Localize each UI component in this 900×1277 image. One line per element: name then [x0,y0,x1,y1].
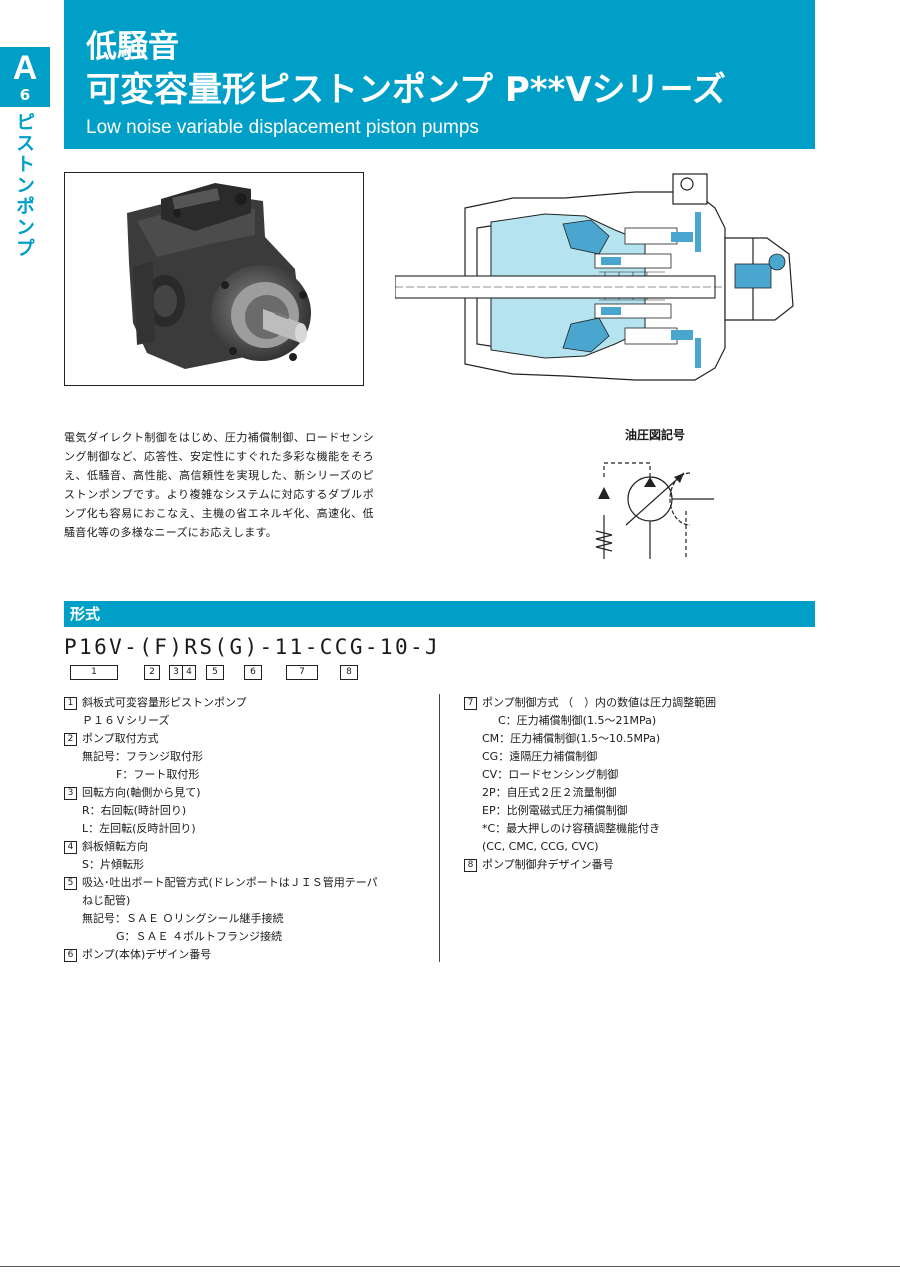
spec-text: (CC, CMC, CCG, CVC) [482,840,599,853]
model-number-box: 4 [182,665,196,680]
model-code: P16V-(F)RS(G)-11-CCG-10-J [64,635,441,659]
spec-item-option: CG：遠隔圧力補償制御 [464,748,814,766]
pump-symbol-icon [595,462,714,559]
page-title-line1: 低騒音 [86,29,179,65]
spec-item-heading: 6 ポンプ(本体)デザイン番号 [64,946,434,964]
spec-number-box: 1 [64,697,77,710]
spec-text: ポンプ取付方式 [82,732,159,745]
spec-item-option: F：フート取付形 [64,766,434,784]
spec-text: 2P：自圧式２圧２流量制御 [482,786,617,799]
cross-section-illustration [394,173,794,381]
spec-item-option: G：ＳＡＥ ４ボルトフランジ接続 [64,928,434,946]
spec-item-heading: 7 ポンプ制御方式 （ ）内の数値は圧力調整範囲 [464,694,814,712]
model-number-box: 2 [144,665,160,680]
model-number-row: 1 2 3 4 5 6 7 8 [0,665,900,681]
product-photo [64,172,364,386]
spec-number-box: 2 [64,733,77,746]
spec-text: CM：圧力補償制御(1.5～10.5MPa) [482,732,661,745]
spec-text: ポンプ(本体)デザイン番号 [82,948,212,961]
spec-text: S：片傾転形 [82,858,144,871]
spec-text: 回転方向(軸側から見て) [82,786,201,799]
spec-text: L：左回転(反時計回り) [82,822,196,835]
spec-item-option: R：右回転(時計回り) [64,802,434,820]
model-number-box: 7 [286,665,318,680]
spec-item-option: 無記号：ＳＡＥ Ｏリングシール継手接続 [64,910,434,928]
spec-number-box: 7 [464,697,477,710]
spec-number-box: 3 [64,787,77,800]
cutaway-drawing [394,168,800,404]
page-header: 低騒音 可変容量形ピストンポンプ P**Vシリーズ Low noise vari… [64,0,815,149]
spec-text: EP：比例電磁式圧力補償制御 [482,804,628,817]
spec-item-heading: 4 斜板傾転方向 [64,838,434,856]
spec-item-option: Ｐ１６Ｖシリーズ [64,712,434,730]
model-number-box: 3 [169,665,183,680]
spec-item-option: 2P：自圧式２圧２流量制御 [464,784,814,802]
spec-list-right: 7 ポンプ制御方式 （ ）内の数値は圧力調整範囲 C：圧力補償制御(1.5～21MP… [464,694,814,874]
spec-text: 無記号：ＳＡＥ Ｏリングシール継手接続 [82,912,284,925]
spec-item-option: L：左回転(反時計回り) [64,820,434,838]
model-number-box: 6 [244,665,262,680]
spec-text: G：ＳＡＥ ４ボルトフランジ接続 [116,930,283,943]
model-number-box: 1 [70,665,118,680]
chapter-letter: A [12,49,38,87]
page-subtitle: Low noise variable displacement piston p… [86,117,479,138]
spec-item-heading: 5 吸込･吐出ポート配管方式(ドレンポートはＪＩＳ管用テーパ [64,874,434,892]
hydraulic-symbol-title: 油圧図記号 [624,428,685,442]
spec-text: ねじ配管) [82,894,131,907]
column-divider [439,694,440,962]
spec-text: C：圧力補償制御(1.5～21MPa) [498,714,657,727]
spec-item-option: 無記号：フランジ取付形 [64,748,434,766]
spec-text: ポンプ制御方式 （ ）内の数値は圧力調整範囲 [482,696,717,709]
pump-illustration [127,183,311,369]
spec-list-left: 1 斜板式可変容量形ピストンポンプ Ｐ１６Ｖシリーズ 2 ポンプ取付方式無記号：フランジ… [64,694,434,964]
footer-rule [0,1266,900,1267]
spec-item-option: S：片傾転形 [64,856,434,874]
spec-text: 斜板傾転方向 [82,840,148,853]
spec-item-option: *C：最大押しのけ容積調整機能付き [464,820,814,838]
spec-number-box: 4 [64,841,77,854]
spec-text: F：フート取付形 [116,768,200,781]
chapter-tab: A 6 [0,47,50,107]
spec-item-heading: 3 回転方向(軸側から見て) [64,784,434,802]
spec-number-box: 5 [64,877,77,890]
spec-item-option: C：圧力補償制御(1.5～21MPa) [464,712,814,730]
spec-item-heading: 1 斜板式可変容量形ピストンポンプ [64,694,434,712]
chapter-category: ピストンポンプ [13,112,35,259]
section-title: 形式 [64,601,815,627]
spec-item-option: CM：圧力補償制御(1.5～10.5MPa) [464,730,814,748]
chapter-number: 6 [19,86,31,104]
hydraulic-symbol [590,455,720,565]
spec-item-option: ねじ配管) [64,892,434,910]
model-number-box: 5 [206,665,224,680]
page-title-line2: 可変容量形ピストンポンプ P**Vシリーズ [86,70,726,110]
spec-item-option: CV：ロードセンシング制御 [464,766,814,784]
spec-text: 吸込･吐出ポート配管方式(ドレンポートはＪＩＳ管用テーパ [82,876,378,889]
spec-item-option: (CC, CMC, CCG, CVC) [464,838,814,856]
spec-text: R：右回転(時計回り) [82,804,187,817]
spec-text: Ｐ１６Ｖシリーズ [82,714,170,727]
spec-number-box: 8 [464,859,477,872]
spec-text: CG：遠隔圧力補償制御 [482,750,598,763]
model-number-box: 8 [340,665,358,680]
spec-number-box: 6 [64,949,77,962]
spec-text: 斜板式可変容量形ピストンポンプ [82,696,247,709]
spec-text: *C：最大押しのけ容積調整機能付き [482,822,661,835]
spec-text: 無記号：フランジ取付形 [82,750,203,763]
product-description: 電気ダイレクト制御をはじめ、圧力補償制御、ロードセンシング制御など、応答性、安定… [64,431,374,539]
spec-item-heading: 2 ポンプ取付方式 [64,730,434,748]
spec-text: CV：ロードセンシング制御 [482,768,619,781]
spec-text: ポンプ制御弁デザイン番号 [482,858,614,871]
spec-item-heading: 8 ポンプ制御弁デザイン番号 [464,856,814,874]
spec-item-option: EP：比例電磁式圧力補償制御 [464,802,814,820]
